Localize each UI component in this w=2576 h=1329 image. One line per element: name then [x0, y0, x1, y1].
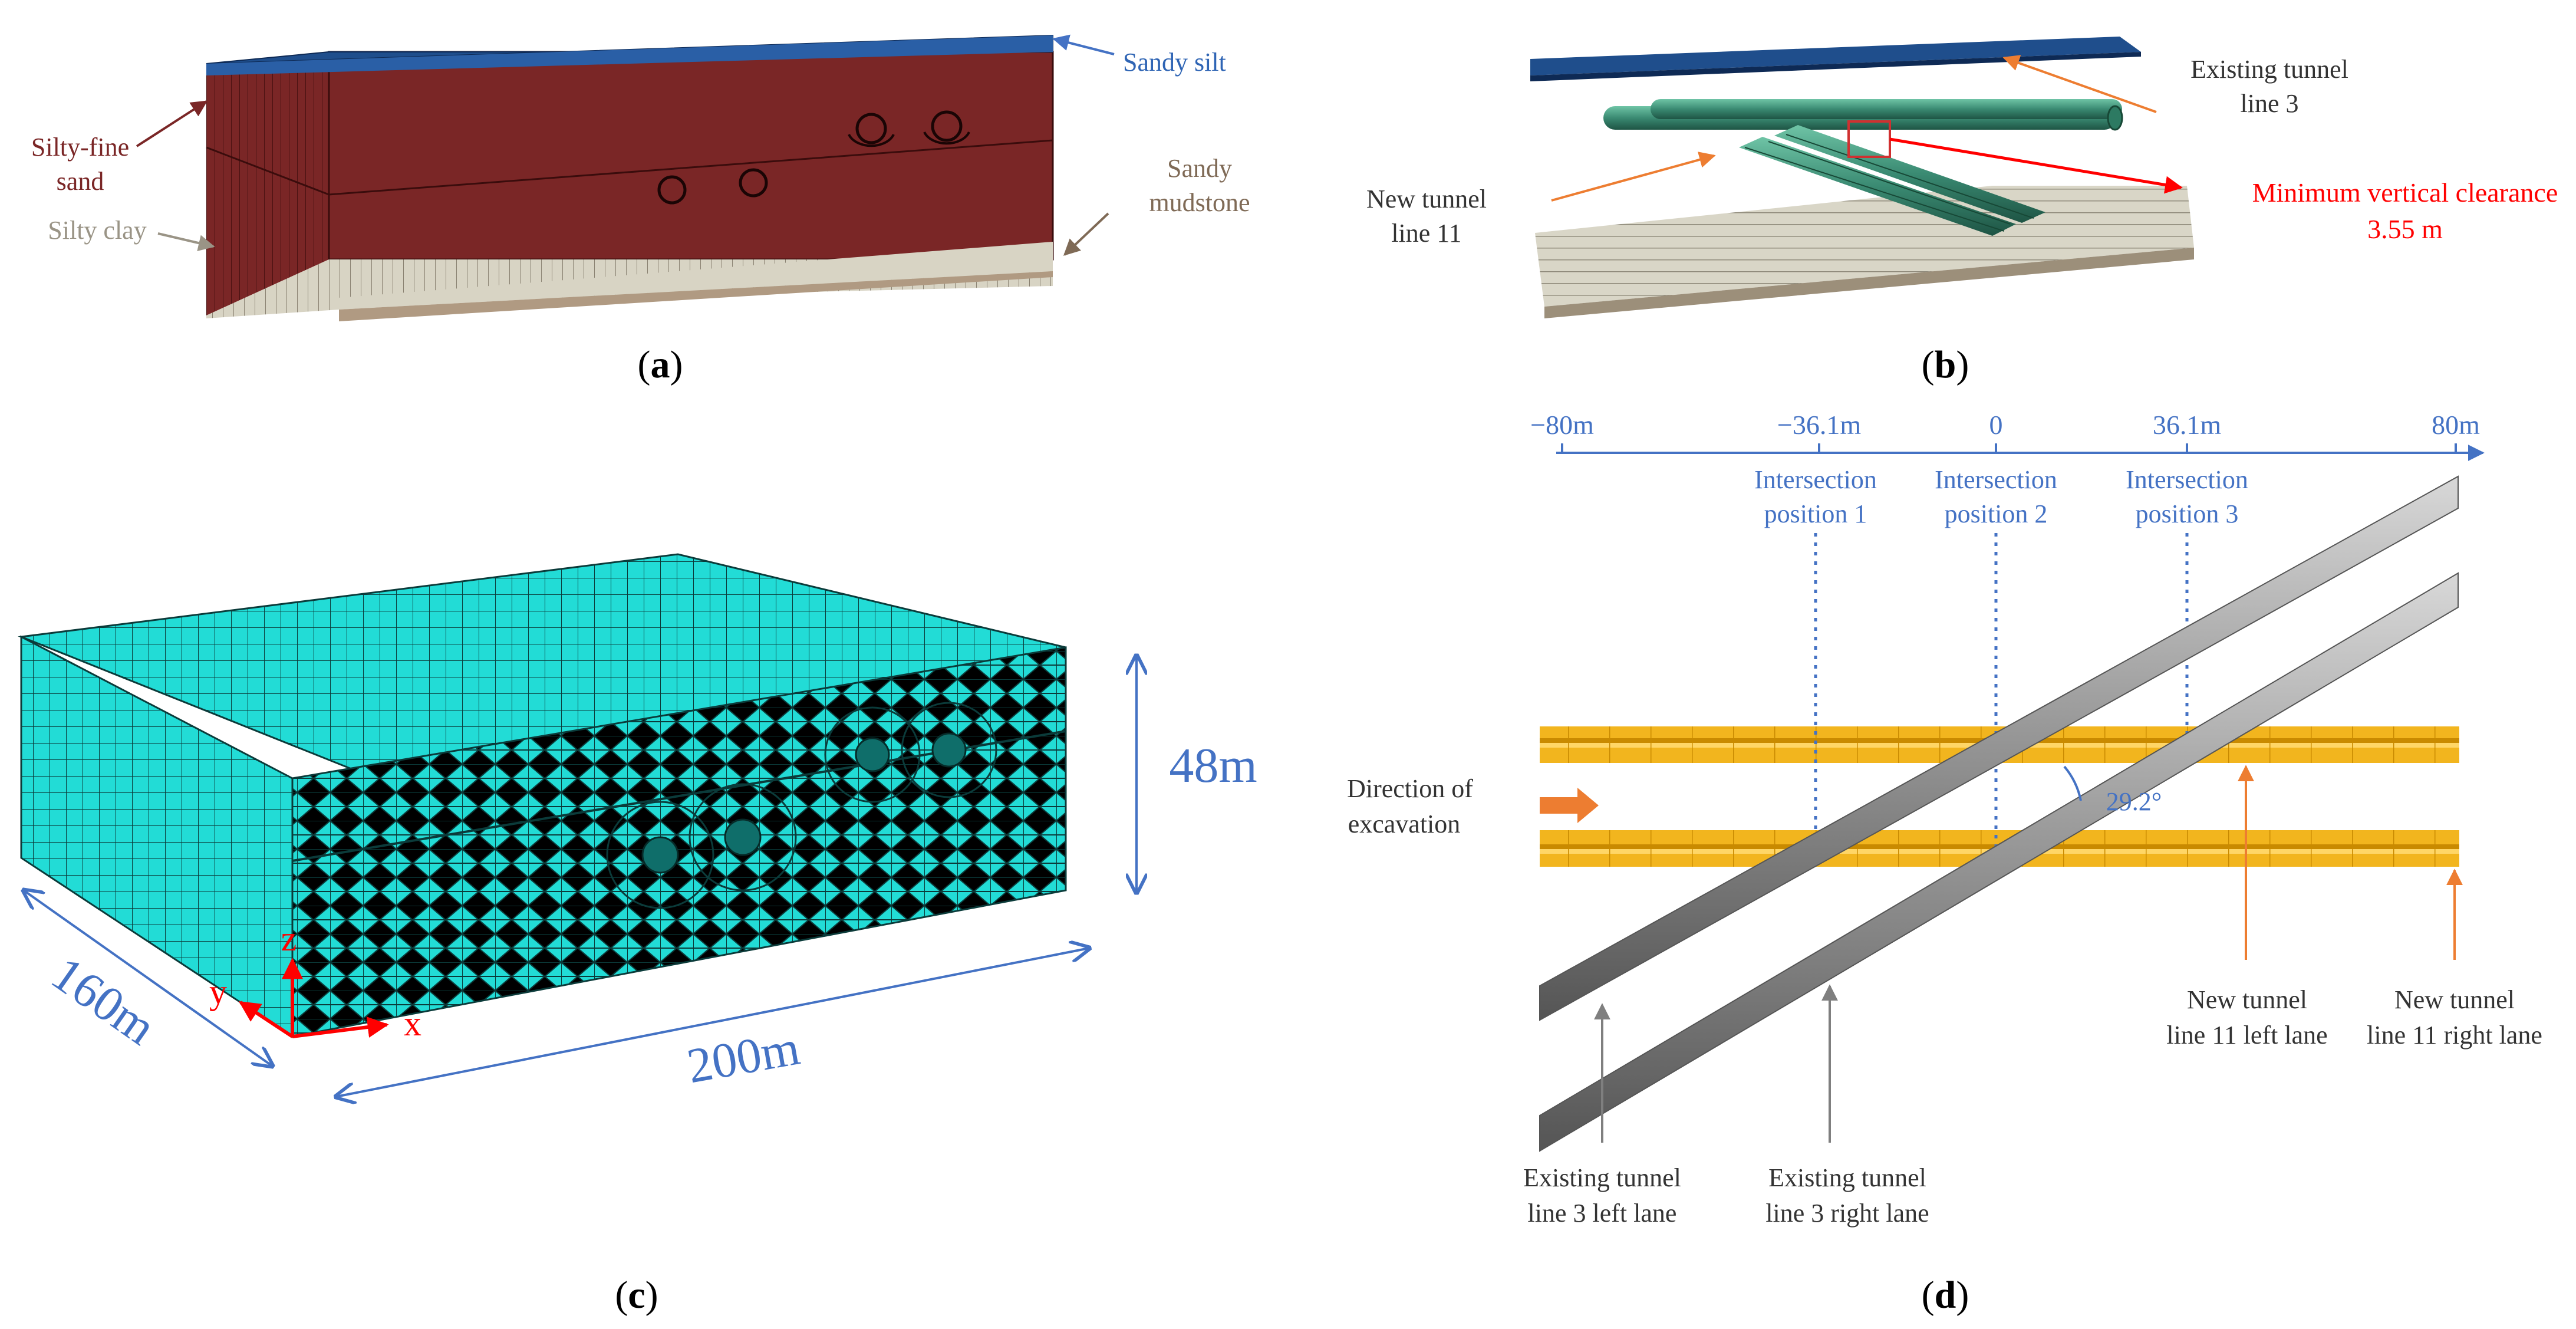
- panel-b-clearance-label-2: 3.55 m: [2367, 214, 2443, 244]
- panel-d-direction-label-2: excavation: [1348, 810, 1461, 838]
- panel-d-new-right-label-2: line 11 right lane: [2367, 1021, 2542, 1050]
- panel-d-tick-label-1: −80m: [1530, 410, 1594, 440]
- panel-c-tunnel-11-right: [724, 818, 762, 856]
- panel-a-sandy-silt-label: Sandy silt: [1123, 48, 1226, 77]
- panel-b-new-label-2: line 11: [1391, 219, 1461, 248]
- panel-b-existing-leader: [2002, 55, 2157, 113]
- panel-d-exist-left-label-1: Existing tunnel: [1523, 1163, 1681, 1192]
- panel-d-tag: (d): [1922, 1274, 1969, 1317]
- panel-c-tunnel-3-left: [855, 737, 890, 772]
- panel-a-sandy-mudstone-label-1: Sandy: [1167, 154, 1232, 183]
- panel-a-sandy-mudstone-leader: [1063, 212, 1109, 256]
- panel-c-x-label: x: [404, 1004, 421, 1043]
- panel-a-tunnel-3-right-shell: [923, 131, 970, 145]
- panel-c-tag: (c): [615, 1274, 658, 1317]
- panel-c-tunnel-11-left: [641, 836, 679, 874]
- panel-b-clearance-label-1: Minimum vertical clearance: [2252, 177, 2558, 208]
- panel-a-silty-fine-sand-label-2: sand: [57, 167, 104, 196]
- panel-b-new-tunnel-b: [1774, 125, 2045, 223]
- panel-d-exist-right-label-1: Existing tunnel: [1768, 1163, 1926, 1192]
- panel-a-silty-fine-sand-label-1: Silty-fine: [31, 133, 129, 162]
- panel-b-new-label-1: New tunnel: [1366, 185, 1487, 213]
- panel-a-top-surface: [206, 35, 1053, 75]
- panel-a-layer-line: [206, 139, 1053, 196]
- panel-a-tunnel-11-right: [739, 168, 768, 198]
- panel-c-depth-label: 160m: [42, 946, 166, 1056]
- panel-a-sandy-silt-leader: [1052, 34, 1115, 55]
- panel-c-width-arrow: [336, 948, 1089, 1097]
- panel-a-silty-clay-label: Silty clay: [48, 216, 146, 245]
- panel-d-position-1-line2: position 1: [1764, 499, 1867, 528]
- panel-d-position-3-line1: Intersection: [2126, 465, 2248, 494]
- panel-b-existing-tunnel-b: [1651, 99, 2122, 119]
- panel-c-tunnel-3-right: [931, 732, 967, 768]
- panel-c-y-axis: [238, 1001, 294, 1038]
- panel-d-tick-label-3: 0: [1989, 410, 2003, 440]
- panel-d-new-left-label-1: New tunnel: [2187, 985, 2307, 1014]
- panel-a-tunnel-3-right: [931, 110, 963, 142]
- panel-d-exist-left-label-2: line 3 left lane: [1528, 1199, 1677, 1228]
- panel-a: Sandy silt Silty-fine sand Silty clay Sa…: [31, 34, 1250, 386]
- panel-d-direction-arrow: [1540, 788, 1599, 823]
- panel-c-height-label: 48m: [1169, 738, 1257, 793]
- panel-b-new-tunnel-a: [1739, 137, 2016, 236]
- panel-a-side-face: [206, 52, 329, 315]
- panel-b-clearance-leader: [1889, 137, 2183, 194]
- panel-c-width-label: 200m: [683, 1021, 804, 1094]
- panel-b-sandy-silt-slab-edge: [1530, 52, 2141, 81]
- panel-a-tunnel-3-left: [855, 113, 887, 144]
- panel-c-y-label: y: [209, 972, 227, 1011]
- panel-c: 48m 160m 200m z y x (c): [18, 553, 1257, 1317]
- panel-b-existing-label-2: line 3: [2241, 89, 2299, 118]
- panel-d-position-1-line1: Intersection: [1754, 465, 1877, 494]
- panel-a-front-face: [328, 51, 1054, 261]
- panel-d-position-3-line2: position 3: [2136, 499, 2239, 528]
- panel-b-existing-label-1: Existing tunnel: [2190, 55, 2348, 84]
- panel-d-angle-label: 29.2°: [2106, 787, 2162, 816]
- panel-c-tunnel-mesh: [606, 702, 997, 909]
- panel-b-sandy-silt-slab: [1530, 37, 2141, 75]
- panel-b-existing-tunnel-end-a: [2107, 105, 2123, 131]
- panel-d-tick-label-2: −36.1m: [1777, 410, 1861, 440]
- panel-c-z-label: z: [281, 919, 297, 958]
- panel-a-silty-clay-front: [339, 242, 1053, 310]
- panel-c-depth-arrow: [24, 890, 272, 1066]
- panel-d-existing-tunnel-right-lane: [1539, 572, 2459, 1152]
- panel-d-tick-label-4: 36.1m: [2153, 410, 2222, 440]
- panel-d-angle-arc: [2063, 765, 2082, 801]
- panel-d-tick-label-5: 80m: [2432, 410, 2480, 440]
- panel-a-silty-fine-sand-leader: [136, 100, 208, 147]
- panel-b-bottom-slab-edge: [1544, 248, 2194, 318]
- panel-b-new-leader: [1551, 152, 1716, 202]
- panel-a-sandy-mudstone-layer: [339, 271, 1053, 321]
- panel-a-tag: (a): [638, 343, 683, 386]
- panel-b-new-tunnel-group: [1739, 125, 2045, 236]
- panel-d-direction-label-1: Direction of: [1347, 774, 1473, 803]
- panel-d-position-2-line1: Intersection: [1935, 465, 2057, 494]
- panel-d-new-right-label-1: New tunnel: [2394, 985, 2515, 1014]
- panel-b: Existing tunnel line 3 New tunnel line 1…: [1366, 37, 2558, 386]
- panel-a-sandy-mudstone-label-2: mudstone: [1149, 188, 1250, 217]
- panel-d-ticks: [1561, 443, 2457, 453]
- panel-d-position-2-line2: position 2: [1945, 499, 2048, 528]
- panel-a-tunnel-3-left-shell: [848, 134, 895, 147]
- panel-d-existing-tunnel-left-lane: [1539, 475, 2459, 1021]
- panel-d: −80m −36.1m 0 36.1m 80m Intersection pos…: [1347, 410, 2542, 1317]
- panel-b-tag: (b): [1922, 343, 1969, 386]
- panel-d-exist-right-label-2: line 3 right lane: [1765, 1199, 1929, 1228]
- panel-c-x-axis: [292, 1017, 389, 1038]
- panel-a-tunnel-11-left: [657, 175, 687, 205]
- panel-a-silty-clay-leader: [157, 232, 215, 251]
- panel-b-new-tunnel-rings: [1744, 134, 2034, 232]
- panel-d-new-left-label-2: line 11 left lane: [2166, 1021, 2327, 1050]
